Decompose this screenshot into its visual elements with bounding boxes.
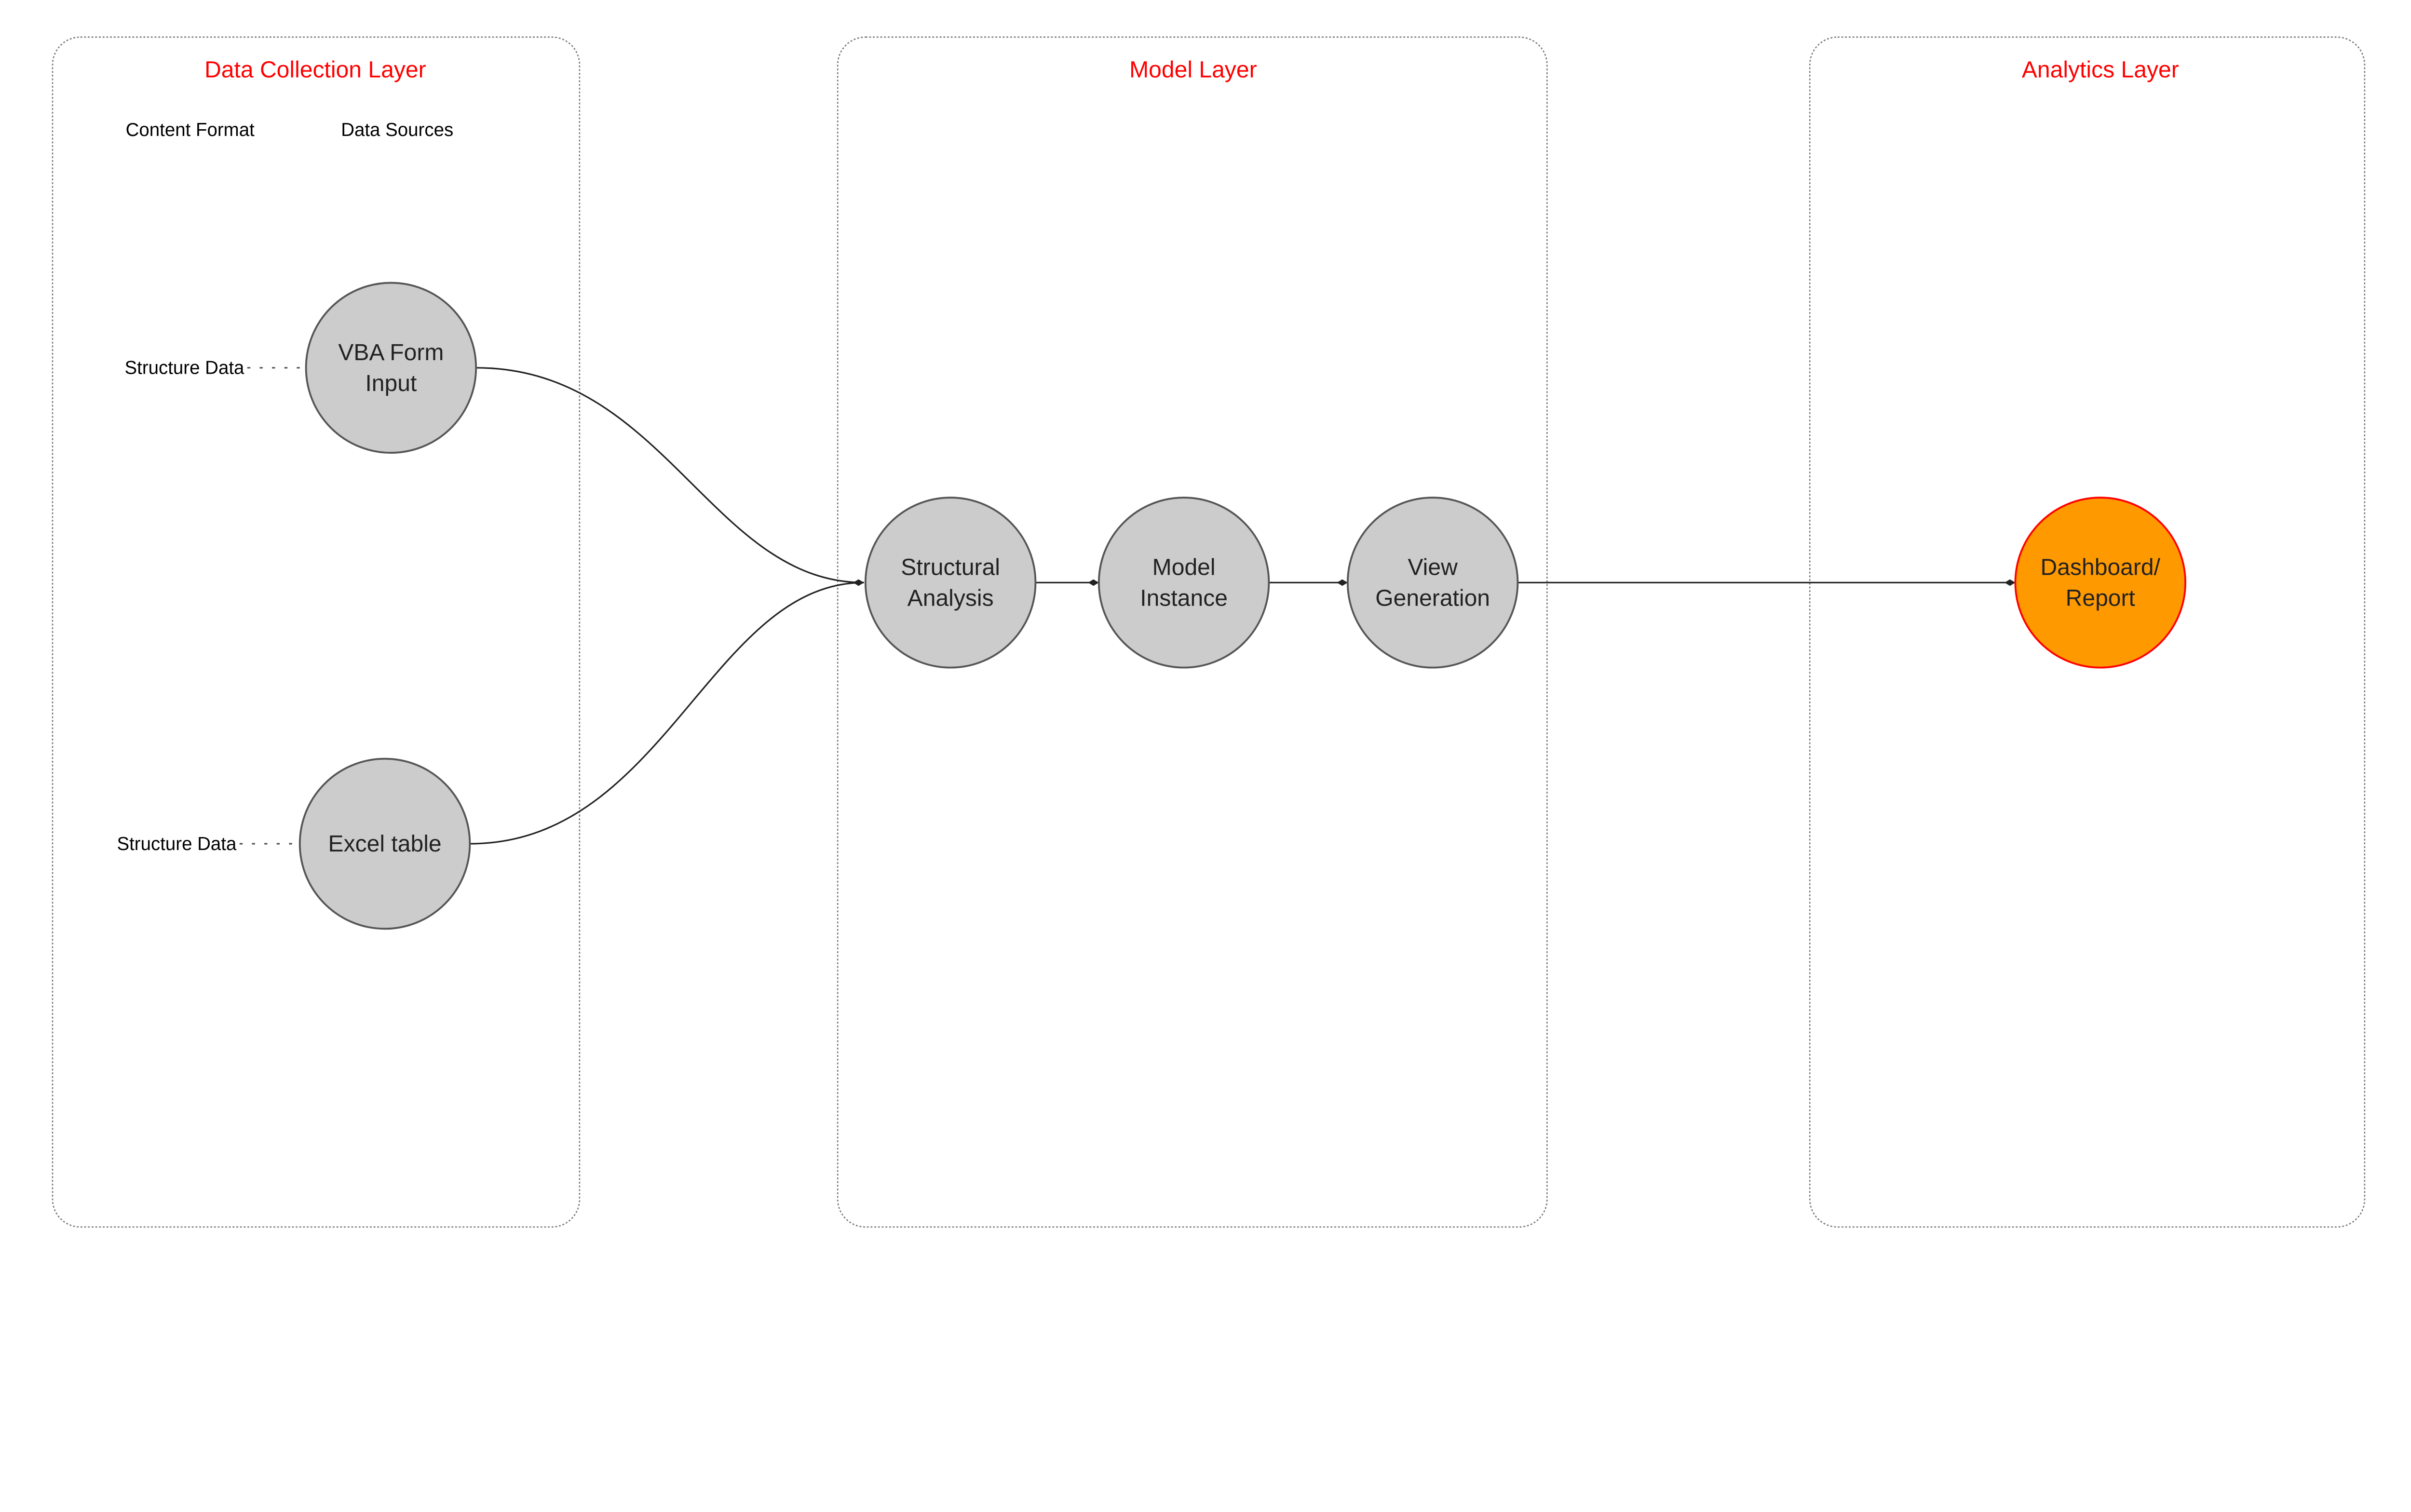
node-structural-analysis[interactable] [864,497,1037,669]
structure-data-label: Structure Data [117,834,237,854]
edge-excel-to-structural [470,579,864,845]
node-label: Analysis [908,585,994,611]
node-view-generation[interactable] [1346,497,1519,669]
node-label: Report [2066,585,2135,611]
node-label: Instance [1140,585,1228,611]
model-layer-title: Model Layer [1129,56,1257,82]
node-label: Excel table [328,831,442,857]
content-format-header: Content Format [126,120,255,140]
node-dashboard-report[interactable] [2014,497,2186,669]
model-layer-panel [837,36,1548,1228]
node-model-instance[interactable] [1097,497,1270,669]
analytics-layer-title: Analytics Layer [2022,56,2179,82]
data-collection-layer-title: Data Collection Layer [204,56,426,82]
architecture-diagram: Data Collection Layer Model Layer Analyt… [52,36,2366,1228]
node-excel-table[interactable] [298,757,471,930]
node-label: VBA Form [338,339,444,365]
analytics-layer-panel [1809,36,2366,1228]
node-label: Generation [1375,585,1490,611]
structure-data-label: Structure Data [124,358,244,378]
node-label: Dashboard/ [2041,554,2161,580]
node-label: View [1408,554,1458,580]
edge-vba-to-structural [476,367,864,586]
node-label: Structural [901,554,1000,580]
node-label: Model [1152,554,1216,580]
node-vba-form-input[interactable] [305,282,477,454]
data-collection-layer-panel [52,36,581,1228]
data-sources-header: Data Sources [341,120,453,140]
node-label: Input [365,370,417,396]
